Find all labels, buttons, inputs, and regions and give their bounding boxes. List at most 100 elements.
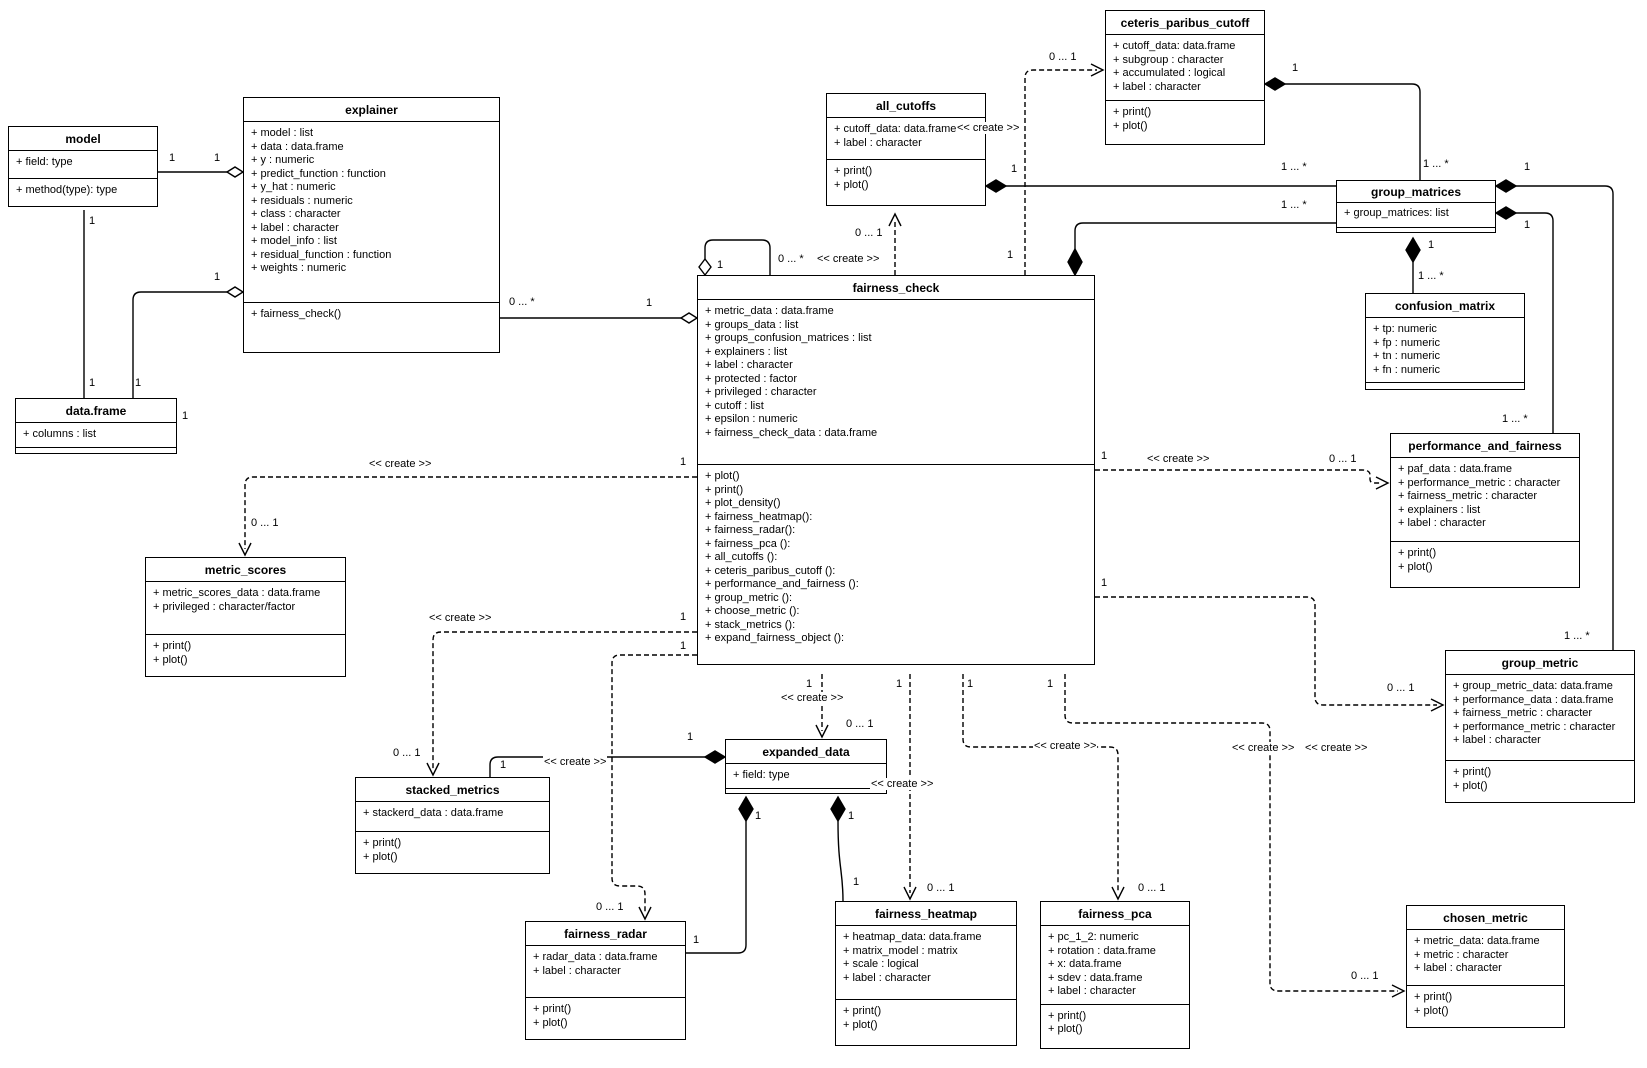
class-member: + print()	[363, 837, 402, 849]
class-member: + subgroup : character	[1113, 53, 1224, 66]
class-member: + plot()	[834, 178, 869, 191]
class-member: + explainers : list	[705, 345, 788, 358]
class-member: + label : character	[834, 136, 922, 149]
create-fairnesscheck-groupmetric	[1095, 596, 1445, 712]
class-data-frame[interactable]: data.frame + columns : list	[15, 398, 177, 454]
multiplicity-label: 1	[168, 152, 177, 164]
multiplicity-label: 1	[679, 640, 688, 652]
multiplicity-label: 1	[716, 259, 725, 271]
class-title: group_metric	[1501, 656, 1579, 670]
class-title: performance_and_fairness	[1408, 439, 1562, 453]
multiplicity-label: 0 ... 1	[1048, 51, 1078, 63]
edge-explainer-fairnesscheck	[500, 312, 699, 324]
multiplicity-label: 1	[679, 456, 688, 468]
class-stacked-metrics[interactable]: stacked_metrics + stackerd_data : data.f…	[355, 777, 550, 874]
create-fairnesscheck-chosenmetric	[1064, 674, 1406, 998]
edge-groupmatrices-groupmetric	[1494, 179, 1614, 650]
class-member: + weights : numeric	[251, 262, 347, 274]
create-label: << create >>	[428, 612, 493, 624]
class-member: + ceteris_paribus_cutoff ():	[705, 564, 836, 577]
edge-ceterisparibus-groupmatrices	[1263, 77, 1421, 180]
class-metric-scores[interactable]: metric_scores + metric_scores_data : dat…	[145, 557, 346, 677]
class-expanded-data[interactable]: expanded_data + field: type	[725, 739, 887, 794]
class-member: + rotation : data.frame	[1048, 944, 1156, 957]
multiplicity-label: 1	[754, 810, 763, 822]
class-member: + plot()	[153, 653, 188, 666]
class-title: model	[65, 132, 101, 146]
create-label: << create >>	[543, 756, 608, 768]
class-member: + data : data.frame	[251, 140, 344, 153]
attributes-section: + metric_scores_data : data.frame+ privi…	[146, 581, 345, 634]
hollow-diamond	[225, 166, 245, 178]
class-member: + field: type	[733, 769, 790, 781]
class-member: + fp : numeric	[1373, 336, 1440, 349]
multiplicity-label: 1	[1523, 219, 1532, 231]
create-fairnesscheck-ceterisparibus	[1024, 63, 1105, 275]
class-chosen-metric[interactable]: chosen_metric + metric_data: data.frame+…	[1406, 905, 1565, 1028]
multiplicity-label: 1	[686, 731, 695, 743]
class-fairness-check[interactable]: fairness_check + metric_data : data.fram…	[697, 275, 1095, 665]
attributes-section: + tp: numeric+ fp : numeric+ tn : numeri…	[1366, 317, 1524, 382]
filled-diamond	[1494, 179, 1518, 193]
class-member: + print()	[153, 640, 192, 652]
class-fairness-heatmap[interactable]: fairness_heatmap + heatmap_data: data.fr…	[835, 901, 1017, 1046]
class-title: fairness_heatmap	[874, 907, 978, 921]
multiplicity-label: 1	[847, 810, 856, 822]
class-member: + pc_1_2: numeric	[1048, 931, 1139, 943]
methods-section: + print()+ plot()	[1446, 760, 1634, 802]
class-title: stacked_metrics	[405, 783, 500, 797]
class-member: + performance_metric : character	[1453, 720, 1616, 733]
class-member: + model : list	[251, 127, 314, 139]
class-ceteris-paribus-cutoff[interactable]: ceteris_paribus_cutoff + cutoff_data: da…	[1105, 10, 1265, 145]
class-member: + sdev : data.frame	[1048, 971, 1143, 984]
filled-diamond	[1067, 247, 1083, 277]
multiplicity-label: 0 ... 1	[1386, 682, 1416, 694]
attributes-section: + cutoff_data: data.frame+ label : chara…	[827, 117, 985, 159]
class-group-matrices[interactable]: group_matrices + group_matrices: list	[1336, 180, 1496, 233]
multiplicity-label: 1	[1523, 161, 1532, 173]
methods-section	[1337, 227, 1495, 232]
class-member: + group_matrices: list	[1344, 207, 1449, 219]
class-title: explainer	[345, 103, 398, 117]
class-explainer[interactable]: explainer + model : list+ data : data.fr…	[243, 97, 500, 353]
create-fairnesscheck-metricscores	[238, 476, 697, 557]
class-title: metric_scores	[204, 563, 287, 577]
class-fairness-radar[interactable]: fairness_radar + radar_data : data.frame…	[525, 921, 686, 1040]
multiplicity-label: 1	[966, 678, 975, 690]
methods-section: + print()+ plot()	[827, 159, 985, 205]
attributes-section: + field: type	[9, 150, 157, 178]
class-performance-and-fairness[interactable]: performance_and_fairness + paf_data : da…	[1390, 433, 1580, 588]
class-confusion-matrix[interactable]: confusion_matrix + tp: numeric+ fp : num…	[1365, 293, 1525, 390]
class-member: + plot()	[843, 1018, 878, 1031]
class-group-metric[interactable]: group_metric + group_metric_data: data.f…	[1445, 650, 1635, 803]
create-label: << create >>	[1033, 740, 1098, 752]
create-label: << create >>	[870, 778, 935, 790]
class-member: + predict_function : function	[251, 167, 386, 180]
edge-groupmatrices-performanceandfairness	[1494, 206, 1554, 433]
class-all-cutoffs[interactable]: all_cutoffs + cutoff_data: data.frame+ l…	[826, 93, 986, 206]
methods-section: + fairness_check()	[244, 302, 499, 352]
methods-section: + plot()+ print()+ plot_density()+ fairn…	[698, 464, 1094, 664]
methods-section: + print()+ plot()	[1407, 985, 1564, 1027]
class-fairness-pca[interactable]: fairness_pca + pc_1_2: numeric+ rotation…	[1040, 901, 1190, 1049]
filled-diamond	[738, 795, 754, 823]
edge-dataframe-explainer	[132, 286, 245, 398]
create-fairnesscheck-fairnessheatmap	[903, 674, 917, 901]
class-member: + plot()	[1453, 779, 1488, 792]
class-member: + label : character	[1453, 734, 1541, 746]
class-member: + x: data.frame	[1048, 958, 1122, 970]
attributes-section: + group_matrices: list	[1337, 202, 1495, 227]
class-model[interactable]: model + field: type + method(type): type	[8, 126, 158, 207]
multiplicity-label: 1	[1046, 678, 1055, 690]
class-member: + tp: numeric	[1373, 323, 1437, 335]
multiplicity-label: 1 ... *	[1422, 158, 1450, 170]
methods-section: + print()+ plot()	[1391, 541, 1579, 587]
multiplicity-label: 1	[679, 611, 688, 623]
edge-expandeddata-stackedmetrics	[489, 750, 727, 777]
create-fairnesscheck-stackedmetrics	[426, 631, 697, 777]
multiplicity-label: 1 ... *	[1280, 161, 1308, 173]
edge-fairnesscheck-selfloop	[698, 239, 771, 277]
class-member: + heatmap_data: data.frame	[843, 931, 982, 943]
create-label: << create >>	[816, 253, 881, 265]
